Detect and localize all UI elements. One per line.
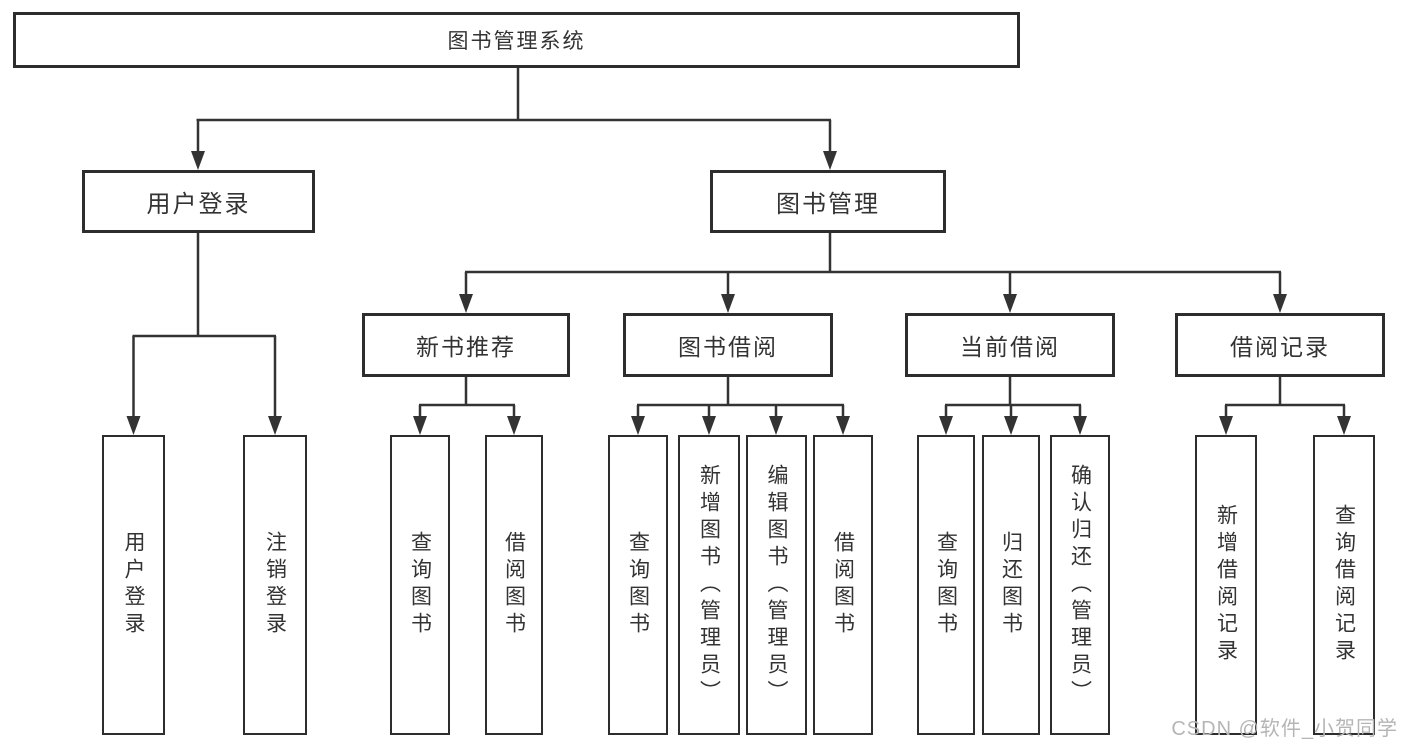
- csdn-watermark: CSDN @软件_小贺同学: [1171, 718, 1398, 740]
- leaf-label: 注销登录: [263, 531, 287, 639]
- leaf-borrow-books-recommend: 借阅图书: [485, 435, 543, 735]
- leaf-add-book-admin: 新增图书（管理员）: [678, 435, 740, 735]
- node-borrow-records: 借阅记录: [1175, 313, 1385, 377]
- node-book-borrow: 图书借阅: [623, 313, 833, 377]
- node-library-system: 图书管理系统: [13, 12, 1020, 68]
- leaf-label: 新增图书（管理员）: [697, 463, 721, 707]
- leaf-logout: 注销登录: [243, 435, 307, 735]
- leaf-label: 确认归还（管理员）: [1068, 463, 1092, 707]
- leaf-label: 查询图书: [934, 531, 958, 639]
- leaf-label: 归还图书: [999, 531, 1023, 639]
- leaf-query-books-recommend: 查询图书: [390, 435, 450, 735]
- node-user-login: 用户登录: [82, 170, 315, 233]
- node-new-book-recommend: 新书推荐: [362, 313, 570, 377]
- leaf-label: 编辑图书（管理员）: [765, 463, 788, 707]
- leaf-add-borrow-record: 新增借阅记录: [1195, 435, 1257, 735]
- leaf-label: 用户登录: [122, 531, 145, 639]
- leaf-query-books-current: 查询图书: [917, 435, 975, 735]
- leaf-label: 新增借阅记录: [1214, 504, 1238, 666]
- node-current-borrow: 当前借阅: [905, 313, 1115, 377]
- leaf-edit-book-admin: 编辑图书（管理员）: [746, 435, 807, 735]
- leaf-label: 借阅图书: [502, 531, 526, 639]
- leaf-user-login: 用户登录: [102, 435, 165, 735]
- leaf-query-borrow-record: 查询借阅记录: [1313, 435, 1375, 735]
- leaf-label: 查询图书: [626, 531, 650, 639]
- leaf-query-books-borrow: 查询图书: [608, 435, 668, 735]
- leaf-borrow-books: 借阅图书: [813, 435, 873, 735]
- leaf-label: 查询借阅记录: [1332, 504, 1356, 666]
- leaf-label: 借阅图书: [831, 531, 855, 639]
- leaf-label: 查询图书: [408, 531, 432, 639]
- leaf-confirm-return-admin: 确认归还（管理员）: [1050, 435, 1110, 735]
- leaf-return-books: 归还图书: [982, 435, 1040, 735]
- node-book-management: 图书管理: [710, 170, 946, 233]
